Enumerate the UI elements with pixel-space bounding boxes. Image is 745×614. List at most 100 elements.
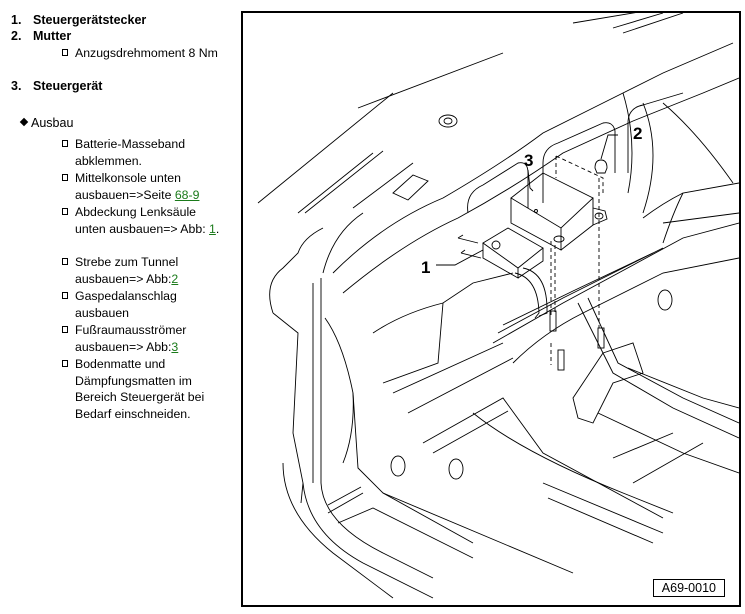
callout-leader-2 xyxy=(600,134,618,160)
line-art xyxy=(612,432,704,484)
line-art xyxy=(282,462,394,599)
line-art xyxy=(322,212,364,274)
legend-item-2-note: Anzugsdrehmoment 8 Nm xyxy=(62,45,225,62)
illustration-drawing xyxy=(257,13,739,599)
step-5: Gaspedalanschlag ausbauen xyxy=(62,288,225,321)
line-art xyxy=(542,482,664,544)
legend-item-1: 1. Steuergerätstecker xyxy=(11,12,146,28)
procedure-heading: Ausbau xyxy=(19,115,74,131)
legend-number: 3. xyxy=(11,79,22,93)
step-1: Batterie-Masseband abklemmen. xyxy=(62,136,225,169)
connector xyxy=(482,227,544,269)
line-art xyxy=(642,102,654,214)
line-art xyxy=(542,122,616,203)
figure-link[interactable]: 2 xyxy=(171,271,179,286)
line-art xyxy=(257,92,394,204)
torque-note: Anzugsdrehmoment 8 Nm xyxy=(75,46,218,60)
line-art xyxy=(572,342,644,424)
line-art xyxy=(320,482,434,579)
step-text-main: Mittelkonsole unten ausbauen=>Seite xyxy=(75,171,181,202)
connector xyxy=(491,240,501,250)
step-text-main: Fußraumausströmer ausbauen=> Abb: xyxy=(75,323,187,354)
line-art xyxy=(297,150,384,214)
square-bullet-icon xyxy=(62,326,68,333)
step-text: Gaspedalanschlag ausbauen xyxy=(75,289,177,320)
line-art xyxy=(612,13,684,34)
figure-link[interactable]: 3 xyxy=(171,339,179,354)
legend-label: Steuergerätstecker xyxy=(33,13,147,27)
legend-item-3: 3. Steuergerät xyxy=(11,78,102,94)
step-7: Bodenmatte und Dämpfungsmatten im Bereic… xyxy=(62,356,225,422)
procedure-heading-label: Ausbau xyxy=(31,116,74,130)
line-art xyxy=(357,52,504,109)
step-text-main: Abdeckung Lenksäule unten ausbauen=> Abb… xyxy=(75,205,210,236)
step-text-main: Strebe zum Tunnel ausbauen=> Abb: xyxy=(75,255,179,286)
step-text-suffix: . xyxy=(215,221,220,236)
cable xyxy=(522,267,548,317)
control-unit xyxy=(510,198,562,251)
figure-id-label: A69-0010 xyxy=(652,579,725,597)
line-art xyxy=(497,247,664,334)
step-text: Strebe zum Tunnel ausbauen=> Abb:2 xyxy=(75,254,225,287)
connector xyxy=(457,237,482,259)
line-art xyxy=(443,117,453,125)
cable xyxy=(514,272,540,319)
line-art xyxy=(472,412,674,514)
legend-number: 2. xyxy=(11,29,22,43)
step-2: Mittelkonsole unten ausbauen=>Seite 68-9 xyxy=(62,170,225,203)
line-art xyxy=(390,455,406,477)
step-text: Abdeckung Lenksäule unten ausbauen=> Abb… xyxy=(75,204,225,237)
line-art xyxy=(662,102,734,184)
line-art xyxy=(662,212,739,224)
line-art xyxy=(392,174,429,201)
step-text: Bodenmatte und Dämpfungsmatten im Bereic… xyxy=(75,357,205,421)
connector xyxy=(457,234,466,254)
line-art xyxy=(352,392,474,544)
square-bullet-icon xyxy=(62,292,68,299)
line-art xyxy=(627,92,684,173)
line-art xyxy=(467,162,529,214)
line-art xyxy=(627,367,739,409)
control-unit xyxy=(534,209,538,213)
line-art xyxy=(572,13,636,24)
line-art xyxy=(438,114,458,128)
line-art xyxy=(332,42,734,274)
line-art xyxy=(422,397,664,519)
dashed-line xyxy=(555,155,604,193)
step-6: Fußraumausströmer ausbauen=> Abb:3 xyxy=(62,322,225,355)
square-bullet-icon xyxy=(62,174,68,181)
callout-2: 2 xyxy=(633,124,643,143)
callout-1: 1 xyxy=(421,258,431,277)
line-art xyxy=(657,289,673,311)
line-art xyxy=(337,507,474,559)
line-art xyxy=(502,252,654,326)
page-link[interactable]: 68-9 xyxy=(174,187,200,202)
connector xyxy=(517,248,544,279)
line-art xyxy=(662,192,684,244)
legend-label: Steuergerät xyxy=(33,79,103,93)
line-art xyxy=(448,458,464,480)
line-art xyxy=(392,342,514,414)
line-art xyxy=(492,222,739,344)
line-art xyxy=(382,492,574,574)
stud xyxy=(597,327,605,349)
step-text: Mittelkonsole unten ausbauen=>Seite 68-9 xyxy=(75,170,225,203)
step-text: Batterie-Masseband abklemmen. xyxy=(75,137,186,168)
step-3: Abdeckung Lenksäule unten ausbauen=> Abb… xyxy=(62,204,225,237)
legend-label: Mutter xyxy=(33,29,72,43)
diamond-bullet-icon xyxy=(19,117,29,127)
technical-illustration: 1 2 3 A69-0010 xyxy=(241,11,741,607)
line-art xyxy=(302,482,434,599)
line-art xyxy=(587,297,739,424)
callout-3: 3 xyxy=(524,151,534,170)
square-bullet-icon xyxy=(62,360,68,367)
callout-leader-1 xyxy=(436,249,484,266)
line-art xyxy=(327,486,364,514)
square-bullet-icon xyxy=(62,49,68,56)
stud xyxy=(557,349,565,371)
square-bullet-icon xyxy=(62,208,68,215)
line-art xyxy=(269,227,324,314)
figure-link[interactable]: 1 xyxy=(209,221,216,236)
legend-number: 1. xyxy=(11,13,22,27)
legend-item-2: 2. Mutter xyxy=(11,28,71,44)
